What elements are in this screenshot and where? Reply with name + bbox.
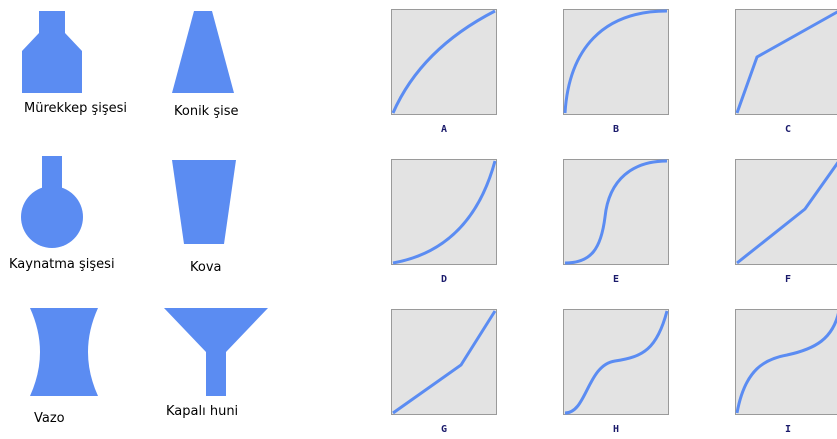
- container-label-conical-flask: Konik şise: [174, 104, 239, 119]
- graph-a: [391, 9, 497, 115]
- container-label-bucket: Kova: [190, 260, 222, 275]
- container-label-boiling-flask: Kaynatma şişesi: [9, 257, 115, 272]
- graph-b: [563, 9, 669, 115]
- graph-h: [563, 309, 669, 415]
- boiling-flask-shape: [21, 156, 83, 248]
- bucket-shape: [172, 160, 236, 244]
- graph-d: [391, 159, 497, 265]
- graph-c: [735, 9, 837, 115]
- graph-label-c: C: [784, 124, 792, 135]
- graph-e: [563, 159, 669, 265]
- graph-label-h: H: [612, 424, 620, 435]
- closed-funnel-shape: [164, 308, 268, 396]
- graph-label-f: F: [784, 274, 792, 285]
- graph-label-e: E: [612, 274, 620, 285]
- graph-label-a: A: [440, 124, 448, 135]
- graph-label-b: B: [612, 124, 620, 135]
- container-label-vase: Vazo: [34, 411, 65, 426]
- vase-shape: [30, 308, 98, 396]
- graph-g: [391, 309, 497, 415]
- graph-label-g: G: [440, 424, 448, 435]
- container-label-closed-funnel: Kapalı huni: [166, 404, 239, 419]
- conical-flask-shape: [172, 11, 234, 93]
- container-label-ink-bottle: Mürekkep şişesi: [24, 101, 128, 116]
- graph-i: [735, 309, 837, 415]
- graph-label-d: D: [440, 274, 448, 285]
- ink-bottle-shape: [22, 11, 82, 93]
- graph-f: [735, 159, 837, 265]
- graph-label-i: I: [784, 424, 792, 435]
